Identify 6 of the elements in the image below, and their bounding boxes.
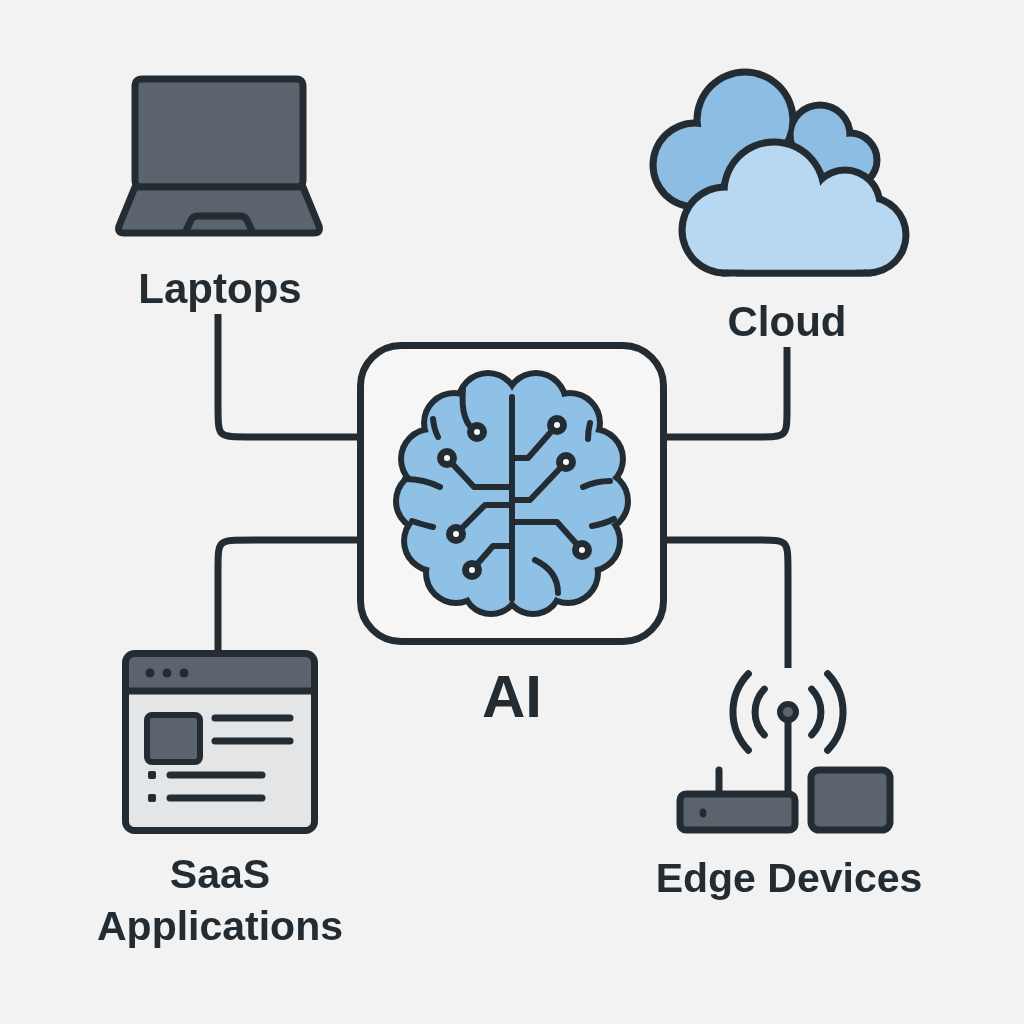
- node-label: Laptops: [138, 264, 302, 314]
- node-label: Edge Devices: [655, 854, 923, 903]
- node-label: Cloud: [727, 297, 847, 347]
- node-label: SaaS Applications: [97, 850, 343, 951]
- node-label: AI: [482, 662, 542, 732]
- connector-line: [214, 536, 357, 650]
